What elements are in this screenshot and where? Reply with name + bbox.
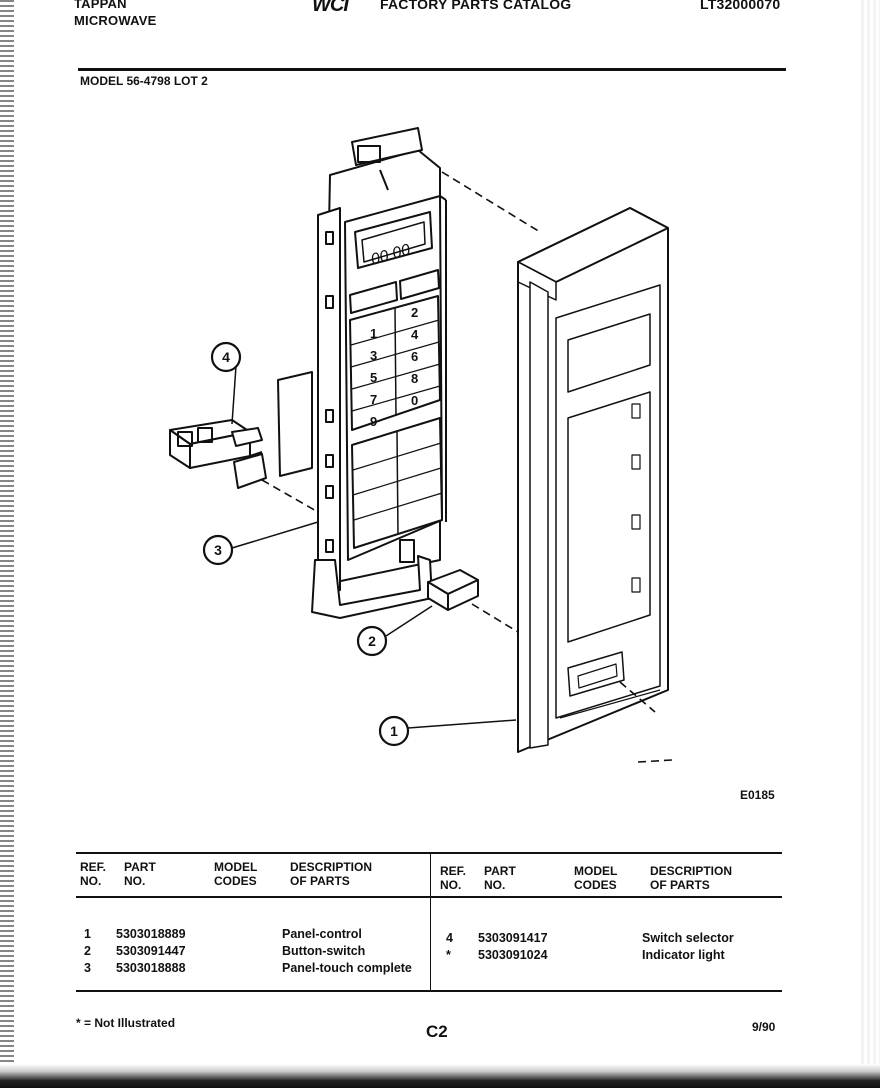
- catalog-date: 9/90: [752, 1020, 776, 1034]
- callout-2: 2: [368, 633, 376, 649]
- wci-logo: WCI: [312, 0, 349, 16]
- scan-edge-bottom: [0, 1064, 880, 1088]
- left-head-desc: DESCRIPTION OF PARTS: [290, 860, 373, 888]
- key-5: 5: [370, 370, 377, 385]
- right-descriptions: Switch selector Indicator light: [642, 931, 734, 962]
- figure-code: E0185: [740, 788, 775, 802]
- right-head-desc: DESCRIPTION OF PARTS: [650, 864, 733, 892]
- touch-panel: [344, 195, 447, 561]
- table-row: 4 *: [446, 931, 453, 962]
- key-4: 4: [411, 327, 419, 342]
- scan-edge-right: [858, 0, 880, 1088]
- callout-3: 3: [214, 542, 222, 558]
- key-3: 3: [370, 348, 377, 363]
- key-0: 0: [411, 393, 418, 408]
- left-descriptions: Panel-control Button-switch Panel-touch …: [282, 927, 412, 975]
- table-bottom-rule: [76, 990, 782, 992]
- key-6: 6: [411, 349, 418, 364]
- key-8: 8: [411, 371, 418, 386]
- left-head-model: MODEL CODES: [214, 860, 258, 888]
- mount-bracket: [277, 371, 313, 477]
- model-line: MODEL 56-4798 LOT 2: [80, 74, 208, 88]
- scan-edge-left: [0, 0, 14, 1088]
- door-panel: [517, 207, 669, 753]
- button-switch: [427, 569, 479, 611]
- catalog-title: FACTORY PARTS CATALOG: [380, 0, 572, 12]
- table-header-rule: [76, 896, 782, 898]
- key-2: 2: [411, 305, 418, 320]
- left-head-ref: REF. NO.: [80, 860, 107, 888]
- left-part-numbers: 5303018889 5303091447 5303018888: [116, 927, 186, 975]
- right-part-numbers: 5303091417 5303091024: [478, 931, 548, 962]
- key-1: 1: [370, 326, 377, 341]
- table-center-rule: [430, 852, 431, 990]
- switch-selector: [169, 419, 267, 489]
- callout-1: 1: [390, 723, 398, 739]
- key-9: 9: [370, 414, 377, 429]
- table-top-rule: [76, 852, 782, 854]
- left-head-part: PART NO.: [124, 860, 156, 888]
- page-number: C2: [426, 1022, 448, 1041]
- key-7: 7: [370, 392, 377, 407]
- right-head-part: PART NO.: [484, 864, 516, 892]
- right-head-ref: REF. NO.: [440, 864, 467, 892]
- callout-4: 4: [222, 349, 230, 365]
- table-row: 1 2 3: [84, 927, 91, 975]
- brand-line-2: MICROWAVE: [74, 13, 157, 28]
- brand-line-1: TAPPAN: [74, 0, 127, 11]
- footnote: * = Not Illustrated: [76, 1016, 176, 1030]
- header-rule: [78, 68, 786, 71]
- catalog-code: LT32000070: [700, 0, 781, 12]
- right-head-model: MODEL CODES: [574, 864, 618, 892]
